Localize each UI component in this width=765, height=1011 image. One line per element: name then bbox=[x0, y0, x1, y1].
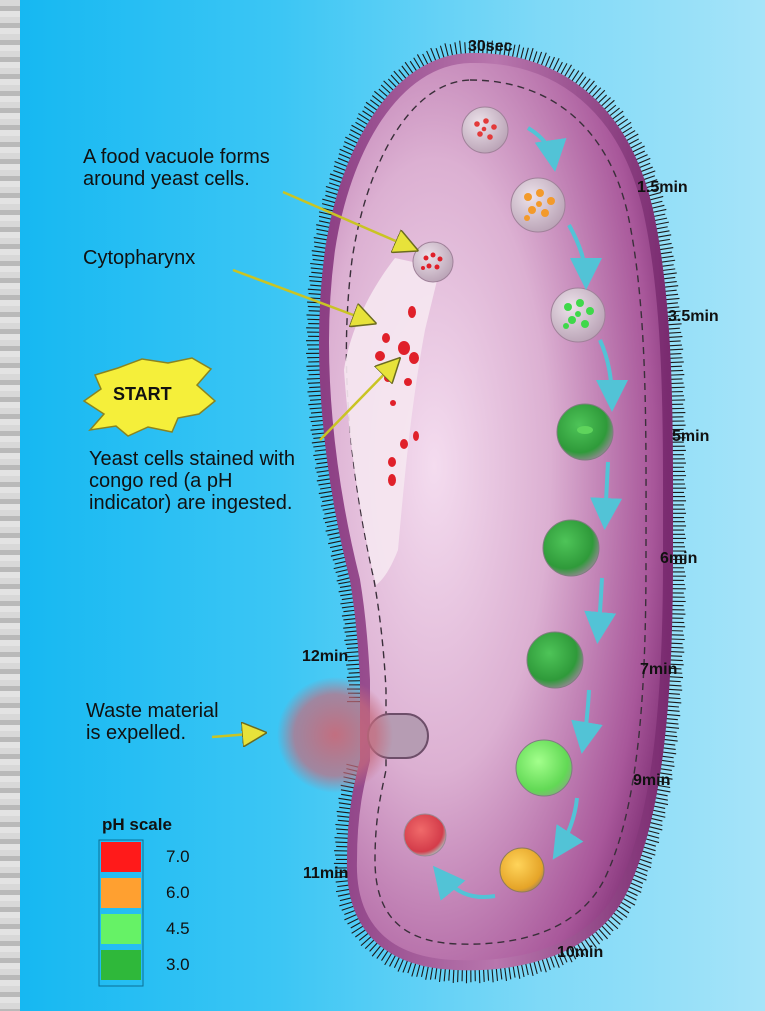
caption-food-vacuole: A food vacuole forms around yeast cells. bbox=[83, 146, 270, 190]
ph-scale-title: pH scale bbox=[102, 815, 172, 835]
ph-value: 3.0 bbox=[166, 955, 190, 975]
ph-swatch bbox=[101, 950, 141, 980]
ph-value: 6.0 bbox=[166, 883, 190, 903]
forming-food-vacuole bbox=[413, 242, 453, 282]
ph-swatch bbox=[101, 878, 141, 908]
waste-cloud bbox=[277, 677, 393, 793]
caption-waste: Waste material is expelled. bbox=[86, 700, 219, 744]
ph-value: 7.0 bbox=[166, 847, 190, 867]
ph-swatch bbox=[101, 914, 141, 944]
time-9min: 9min bbox=[633, 772, 670, 790]
time-30sec: 30sec bbox=[468, 38, 513, 56]
time-6min: 6min bbox=[660, 550, 697, 568]
ph-value: 4.5 bbox=[166, 919, 190, 939]
vacuole-3-5min bbox=[551, 288, 605, 342]
time-7min: 7min bbox=[640, 661, 677, 679]
time-10min: 10min bbox=[557, 944, 603, 962]
vacuole-10min bbox=[500, 848, 544, 892]
caption-cytopharynx: Cytopharynx bbox=[83, 247, 195, 269]
start-label: START bbox=[113, 384, 172, 405]
vacuole-5min bbox=[557, 404, 613, 460]
time-11min: 11min bbox=[303, 865, 348, 883]
time-5min: 5min bbox=[672, 428, 709, 446]
vacuole-11min bbox=[404, 814, 446, 856]
time-1-5min: 1.5min bbox=[637, 179, 688, 197]
time-3-5min: 3.5min bbox=[668, 308, 719, 326]
vacuole-7min bbox=[527, 632, 583, 688]
vacuole-1-5min bbox=[511, 178, 565, 232]
caption-yeast-cells: Yeast cells stained with congo red (a pH… bbox=[89, 448, 295, 514]
vacuole-6min bbox=[543, 520, 599, 576]
time-12min: 12min bbox=[302, 648, 348, 666]
vacuole-30sec bbox=[462, 107, 508, 153]
vacuole-9min bbox=[516, 740, 572, 796]
ph-swatch bbox=[101, 842, 141, 872]
